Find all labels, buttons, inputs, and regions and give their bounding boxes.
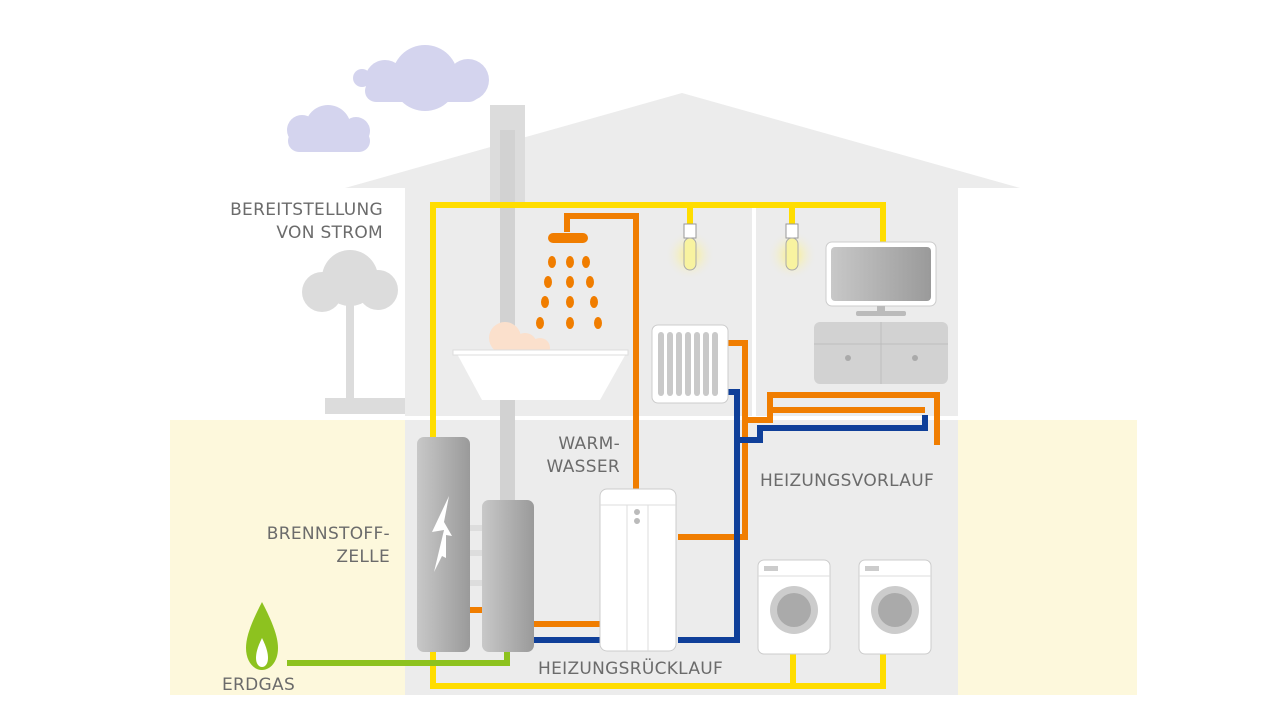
shower-icon bbox=[536, 233, 602, 329]
label-erdgas: ERDGAS bbox=[222, 675, 296, 695]
label-line: WASSER bbox=[546, 457, 620, 477]
gas-flame-icon bbox=[246, 602, 278, 670]
label-line: VON STROM bbox=[276, 223, 383, 243]
storage-tank-icon bbox=[482, 500, 534, 652]
label-line: WARM- bbox=[558, 434, 620, 454]
cloud-icon bbox=[353, 45, 489, 111]
label-line: ZELLE bbox=[336, 547, 390, 567]
electricity-line bbox=[430, 202, 886, 689]
label-bereitstellung-strom: BEREITSTELLUNG VON STROM bbox=[200, 199, 383, 245]
fuel-cell-icon bbox=[417, 437, 484, 652]
return-line bbox=[533, 389, 928, 643]
label-line: BEREITSTELLUNG bbox=[230, 200, 383, 220]
label-warmwasser: WARM- WASSER bbox=[520, 433, 620, 479]
label-line: BRENNSTOFF- bbox=[266, 524, 390, 544]
radiator-icon bbox=[651, 324, 729, 404]
label-brennstoffzelle: BRENNSTOFF- ZELLE bbox=[240, 523, 390, 569]
cloud-icon bbox=[287, 105, 370, 152]
light-bulb-icon bbox=[665, 223, 715, 280]
lightning-icon bbox=[432, 496, 452, 572]
label-heizungsruecklauf: HEIZUNGSRÜCKLAUF bbox=[538, 659, 724, 679]
washing-machine-icon bbox=[858, 559, 932, 655]
gas-line bbox=[287, 650, 510, 666]
bathtub-icon bbox=[452, 322, 629, 400]
heat-storage-icon bbox=[599, 488, 677, 652]
tv-icon bbox=[825, 241, 937, 316]
washing-machine-icon bbox=[757, 559, 831, 655]
light-bulb-icon bbox=[767, 223, 817, 280]
sideboard-icon bbox=[814, 322, 948, 384]
tree-icon bbox=[302, 250, 405, 414]
label-heizungsvorlauf: HEIZUNGSVORLAUF bbox=[760, 471, 935, 491]
